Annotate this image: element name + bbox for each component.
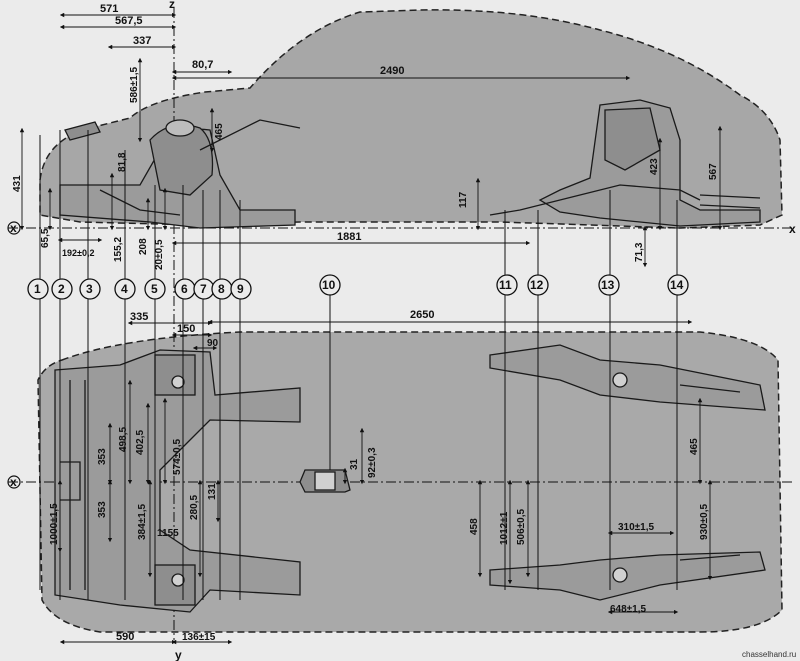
dim-1012: 1012±1 — [499, 511, 510, 545]
dim-465-plan: 465 — [689, 438, 700, 455]
dim-2650: 2650 — [410, 309, 434, 321]
marker-6: 6 — [174, 278, 196, 300]
dim-567-side: 567 — [708, 163, 719, 180]
dim-150: 150 — [177, 323, 195, 335]
dim-81-8: 81,8 — [117, 152, 128, 172]
dim-2490: 2490 — [380, 65, 404, 77]
dim-280-5: 280,5 — [189, 495, 200, 520]
marker-13: 13 — [598, 274, 620, 296]
dim-423: 423 — [649, 158, 660, 175]
section-lines — [39, 130, 678, 600]
plan-front-subframe — [54, 349, 301, 613]
x-axis-label-left: x — [10, 221, 17, 235]
marker-3-label: 3 — [86, 282, 93, 296]
dim-586: 586±1,5 — [129, 66, 140, 103]
dim-465-side: 465 — [214, 123, 225, 140]
marker-1-label: 1 — [34, 282, 41, 296]
marker-5-label: 5 — [151, 282, 158, 296]
dim-1000: 1000±1,5 — [49, 503, 60, 545]
marker-6-label: 6 — [181, 282, 188, 296]
dim-155-2: 155,2 — [113, 237, 124, 262]
dim-458: 458 — [469, 518, 480, 535]
dim-353-upper: 353 — [97, 448, 108, 465]
dim-506: 506±0,5 — [516, 508, 527, 545]
marker-4: 4 — [114, 278, 136, 300]
dim-71-3: 71,3 — [634, 242, 645, 262]
dim-431: 431 — [12, 175, 23, 192]
marker-8-label: 8 — [218, 282, 225, 296]
dim-310: 310±1,5 — [618, 522, 655, 533]
z-axis-label: z — [169, 0, 175, 11]
dim-192: 192±0,2 — [62, 248, 94, 258]
plan-center-plate — [299, 469, 351, 493]
marker-2-label: 2 — [58, 282, 65, 296]
dim-384: 384±1,5 — [137, 503, 148, 540]
dim-567-5: 567,5 — [115, 15, 143, 27]
dim-353-lower: 353 — [97, 501, 108, 518]
plan-dimension-lines — [57, 319, 713, 645]
side-dimension-lines — [19, 12, 723, 268]
dim-335: 335 — [130, 311, 148, 323]
marker-12: 12 — [527, 274, 549, 296]
dim-131: 131 — [207, 483, 218, 500]
dim-20: 20±0,5 — [154, 239, 165, 270]
dim-1155: 1155 — [157, 528, 179, 539]
y-axis-label: y — [175, 648, 182, 661]
dim-930: 930±0,5 — [699, 503, 710, 540]
marker-9-label: 9 — [237, 282, 244, 296]
dim-136: 136±15 — [182, 632, 216, 643]
marker-11: 11 — [496, 274, 518, 296]
marker-4-label: 4 — [121, 282, 128, 296]
x-axis-label-plan: x — [10, 475, 17, 489]
dim-498-5: 498,5 — [118, 427, 129, 452]
side-front-subframe — [59, 119, 301, 229]
dim-65-5: 65,5 — [40, 228, 51, 248]
dim-402-5: 402,5 — [135, 430, 146, 455]
dim-574: 574±0,5 — [172, 438, 183, 475]
marker-12-label: 12 — [530, 278, 544, 292]
marker-10-label: 10 — [322, 278, 336, 292]
marker-3: 3 — [79, 278, 101, 300]
x-axis-label-right: x — [789, 222, 796, 236]
dim-31: 31 — [349, 458, 360, 470]
side-rear-subframe — [489, 99, 761, 227]
dim-337: 337 — [133, 35, 151, 47]
dim-92: 92±0,3 — [367, 447, 378, 478]
marker-10: 10 — [319, 274, 341, 296]
marker-14: 14 — [667, 274, 689, 296]
dim-648: 648±1,5 — [610, 604, 647, 615]
marker-13-label: 13 — [601, 278, 615, 292]
plan-rear-subframe — [489, 344, 766, 601]
marker-7-label: 7 — [200, 282, 207, 296]
marker-5: 5 — [144, 278, 166, 300]
marker-9: 9 — [230, 278, 252, 300]
dim-1881: 1881 — [337, 231, 361, 243]
marker-2: 2 — [51, 278, 73, 300]
dim-117: 117 — [458, 191, 469, 208]
dim-571: 571 — [100, 3, 118, 15]
dim-80-7: 80,7 — [192, 59, 213, 71]
marker-7: 7 — [193, 278, 215, 300]
marker-8: 8 — [211, 278, 233, 300]
dim-590: 590 — [116, 631, 134, 643]
dim-90: 90 — [207, 338, 219, 349]
watermark: chasselhand.ru — [742, 650, 796, 659]
dim-208: 208 — [138, 238, 149, 255]
marker-1: 1 — [27, 278, 49, 300]
marker-11-label: 11 — [499, 278, 512, 292]
marker-14-label: 14 — [670, 278, 684, 292]
